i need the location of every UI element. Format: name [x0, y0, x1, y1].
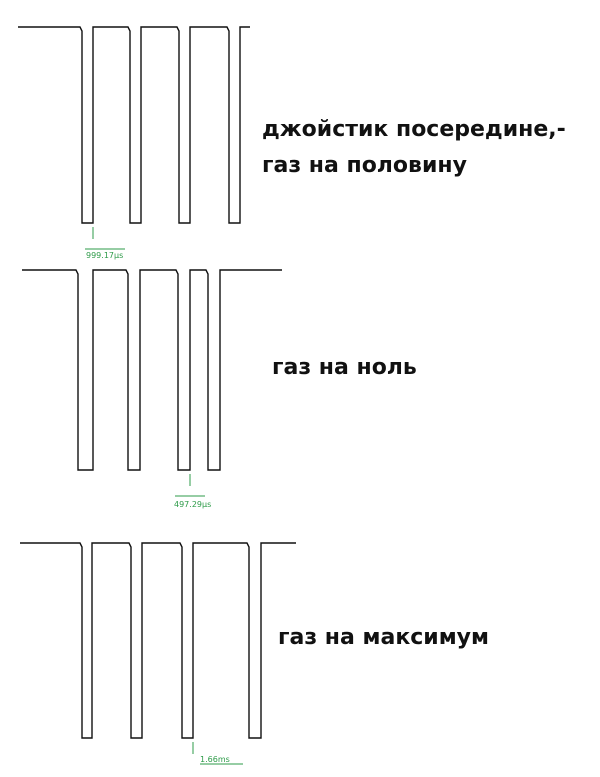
- panel-2-caption-line-1: газ на ноль: [272, 355, 417, 380]
- panel-1-caption-line-2: газ на половину: [262, 153, 467, 178]
- panel-3-caption: газ на максимум: [278, 620, 489, 656]
- panel-3-caption-line-1: газ на максимум: [278, 625, 490, 650]
- panel-1-caption-line-1: джойстик посередине,-: [262, 117, 566, 142]
- signal-trace-1: [18, 26, 250, 224]
- signal-trace-3: [20, 542, 296, 739]
- panel-1-measurement: 999.17µs: [86, 251, 124, 260]
- signal-trace-2: [22, 269, 282, 471]
- panel-1-caption: джойстик посередине,- газ на половину: [262, 112, 566, 184]
- panel-3-measurement: 1.66ms: [200, 755, 230, 764]
- panel-2-caption: газ на ноль: [272, 350, 417, 386]
- panel-2-measurement: 497.29µs: [174, 500, 212, 509]
